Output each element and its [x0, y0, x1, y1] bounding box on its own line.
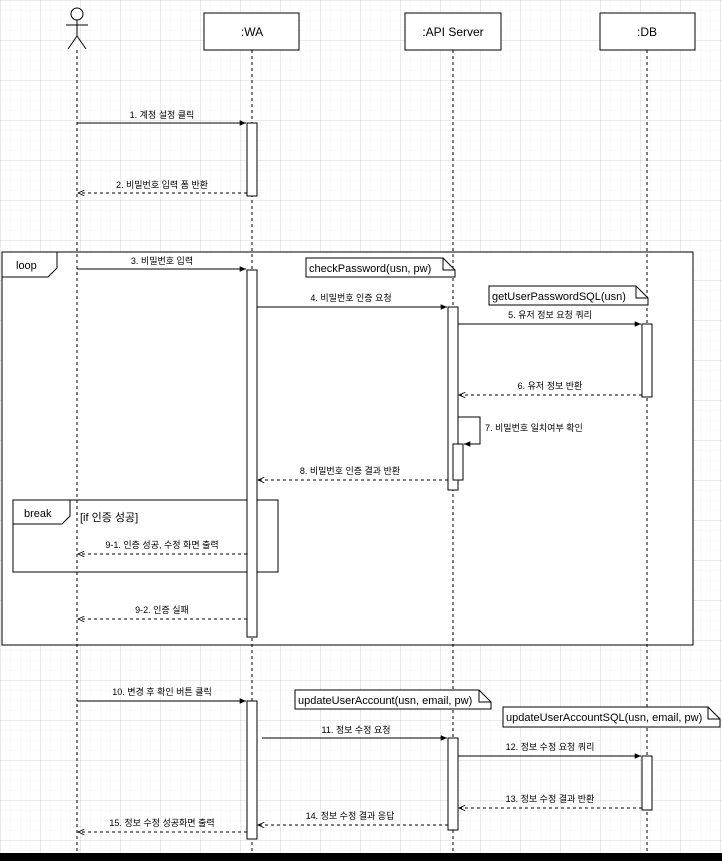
participant-wa: :WA — [203, 12, 300, 51]
message-14-label: 14. 정보 수정 결과 응답 — [306, 810, 395, 821]
activation-wa-1 — [246, 122, 258, 197]
messages: 1. 계정 설정 클릭 2. 비밀번호 입력 폼 반환 3. 비밀번호 입력 4… — [77, 109, 642, 832]
note-update-user-account-sql: updateUserAccountSQL(usn, email, pw) — [502, 706, 721, 728]
message-15-label: 15. 정보 수정 성공화면 출력 — [109, 817, 214, 828]
participant-db: :DB — [599, 12, 696, 51]
note-update-user-account: updateUserAccount(usn, email, pw) — [294, 689, 492, 710]
message-5-label: 5. 유저 정보 요청 쿼리 — [508, 310, 592, 320]
message-13-label: 13. 정보 수정 결과 반환 — [506, 793, 595, 804]
message-6-label: 6. 유저 정보 반환 — [518, 380, 583, 391]
message-12-label: 12. 정보 수정 요청 쿼리 — [506, 742, 595, 752]
activation-api-self — [452, 443, 464, 481]
participant-wa-label: :WA — [241, 25, 263, 39]
message-7-arrow — [458, 416, 481, 447]
activations — [246, 122, 653, 840]
message-7-label: 7. 비밀번호 일치여부 확인 — [485, 422, 583, 433]
note-update-user-account-sql-text: updateUserAccountSQL(usn, email, pw) — [506, 712, 702, 724]
message-8-label: 8. 비밀번호 인증 결과 반환 — [300, 465, 400, 476]
activation-wa-2 — [246, 269, 258, 638]
note-update-user-account-text: updateUserAccount(usn, email, pw) — [298, 695, 472, 707]
message-4-label: 4. 비밀번호 인증 요청 — [310, 292, 391, 303]
message-1-label: 1. 계정 설정 클릭 — [130, 109, 195, 120]
note-check-password: checkPassword(usn, pw) — [305, 257, 456, 278]
message-9-2-label: 9-2. 인증 실패 — [135, 605, 189, 615]
bottom-border-band — [0, 853, 722, 861]
actor-icon — [66, 7, 88, 50]
break-fragment-condition: [if 인증 성공] — [80, 511, 138, 524]
activation-api-2 — [447, 737, 459, 831]
activation-db-2 — [641, 755, 653, 811]
activation-db-1 — [641, 323, 653, 398]
message-2-label: 2. 비밀번호 입력 폼 반환 — [116, 179, 208, 190]
message-11-label: 11. 정보 수정 요청 — [321, 725, 390, 735]
note-get-user-password-sql: getUserPasswordSQL(usn) — [488, 285, 649, 306]
participant-db-label: :DB — [637, 25, 657, 39]
activation-api-1 — [447, 306, 459, 491]
message-10-label: 10. 변경 후 확인 버튼 클릭 — [112, 686, 212, 697]
break-fragment-label: break — [24, 508, 52, 520]
break-fragment: break [if 인증 성공] — [12, 499, 279, 573]
note-check-password-text: checkPassword(usn, pw) — [309, 263, 431, 275]
loop-fragment: loop — [1, 251, 694, 646]
participant-user-actor — [66, 7, 88, 50]
activation-wa-3 — [246, 700, 258, 840]
note-get-user-password-sql-text: getUserPasswordSQL(usn) — [492, 291, 626, 303]
participant-api: :API Server — [404, 12, 502, 51]
message-3-label: 3. 비밀번호 입력 — [131, 255, 193, 266]
loop-fragment-label: loop — [16, 260, 37, 272]
message-9-1-label: 9-1. 인증 성공, 수정 화면 출력 — [105, 539, 218, 550]
participant-api-label: :API Server — [422, 25, 483, 39]
